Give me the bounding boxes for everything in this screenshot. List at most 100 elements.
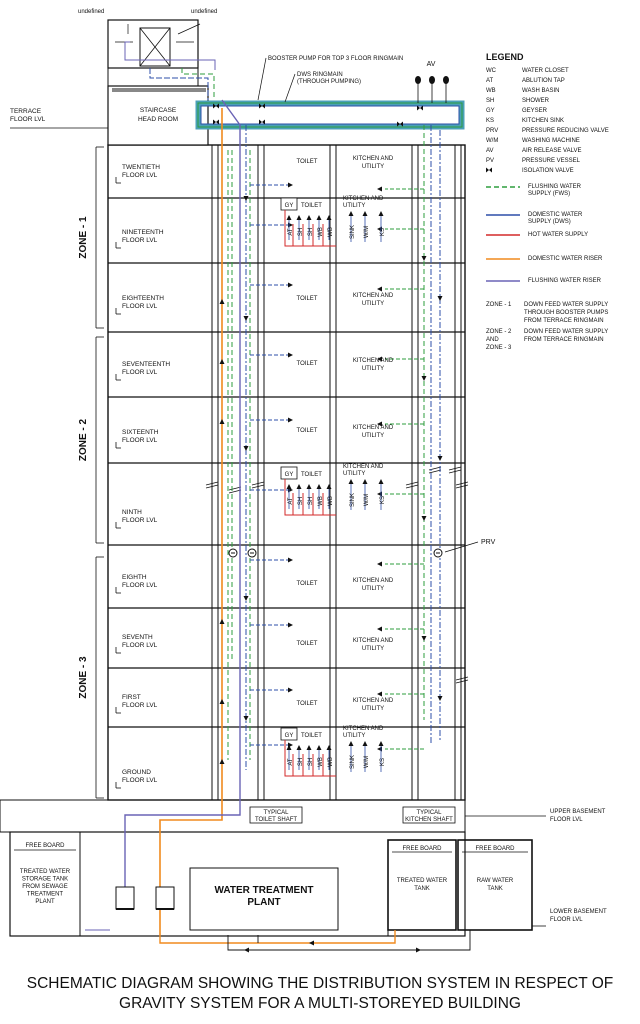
legend-text: SHOWER [522, 98, 550, 104]
isolation-valve-icon [259, 103, 265, 109]
legend-zone-code: ZONE - 1 [486, 302, 512, 308]
flow-arrow-up [286, 484, 292, 489]
flow-arrow-up [219, 359, 225, 364]
flow-arrow-up [306, 484, 312, 489]
dws-ringmain-label: DWS RINGMAIN(THROUGH PUMPING) [297, 72, 361, 85]
leader [284, 73, 296, 103]
flow-arrow-down [243, 316, 249, 321]
domestic-tank-label: undefined [78, 9, 104, 15]
flow-arrow-right [288, 352, 293, 358]
legend-code: PV [486, 158, 494, 164]
pump-icon [155, 886, 175, 910]
toilet-room-label: TOILET [297, 428, 318, 434]
flow-arrow-down [437, 296, 443, 301]
ringmain-dws [200, 105, 460, 125]
fixture-label: WB [328, 757, 334, 767]
tank-feed [124, 41, 216, 70]
fixture-label: SH [298, 228, 304, 236]
kitchen-fixture-label: SINK [350, 493, 356, 507]
flow-arrow-down [421, 516, 427, 521]
caption-line-2: GRAVITY SYSTEM FOR A MULTI-STOREYED BUIL… [119, 995, 521, 1012]
flow-arrow-left [244, 947, 249, 953]
flow-arrow-left [377, 421, 382, 427]
toilet-room-label: TOILET [297, 296, 318, 302]
flow-arrow-up [296, 215, 302, 220]
legend-line-text: DOMESTIC WATER RISER [528, 256, 603, 262]
toilet-label: TOILET [301, 203, 322, 209]
legend-line-text: FLUSHING WATER RISER [528, 278, 602, 284]
legend-text: WASH BASIN [522, 88, 559, 94]
break-symbol [405, 484, 419, 489]
free-board-label: FREE BOARD [25, 843, 65, 849]
flow-arrow-left [309, 940, 314, 946]
flow-arrow-down [243, 196, 249, 201]
fixture-label: WB [328, 227, 334, 237]
flow-arrow-right [288, 622, 293, 628]
break-symbol [455, 481, 469, 486]
break-symbol [455, 484, 469, 489]
fixture-label: SH [298, 497, 304, 505]
legend-code: W/M [486, 138, 498, 144]
upper-basement-slab [0, 799, 466, 833]
flow-arrow-down [437, 456, 443, 461]
flow-arrow-down [243, 716, 249, 721]
geyser-box [280, 727, 298, 741]
break-symbol [251, 481, 265, 486]
geyser-box [280, 197, 298, 211]
legend-text: PRESSURE VESSEL [522, 158, 581, 164]
geyser-label: GY [285, 203, 294, 209]
flow-arrow-up [219, 759, 225, 764]
break-symbol [455, 679, 469, 684]
flow-arrow-right [288, 182, 293, 188]
flow-arrow-up [362, 211, 368, 216]
isolation-valve-icon [397, 121, 403, 127]
flow-arrow-up [306, 745, 312, 750]
flow-arrow-left [377, 626, 382, 632]
toilet-room-label: TOILET [297, 361, 318, 367]
treated-storage-tank [9, 831, 81, 937]
hot-water-pipe [284, 740, 336, 777]
fixture-label: SH [298, 758, 304, 766]
fixture-label: WB [318, 496, 324, 506]
flow-arrow-up [296, 745, 302, 750]
hot-water-pipe [284, 479, 336, 516]
kitchen-fixture-label: KS [380, 496, 386, 504]
kitchen-fixture-label: SINK [350, 225, 356, 239]
booster-pump-label: BOOSTER PUMP FOR TOP 3 FLOOR RINGMAIN [268, 56, 403, 62]
flow-arrow-down [421, 376, 427, 381]
domestic-suction [159, 930, 396, 944]
fixture-label: AT [288, 228, 294, 236]
legend-line-text: HOT WATER SUPPLY [528, 232, 588, 238]
break-symbol [405, 481, 419, 486]
ringmain-fws [197, 102, 463, 128]
flow-arrow-up [316, 745, 322, 750]
zone-label-2: ZONE - 3 [78, 656, 89, 699]
flow-arrow-left [377, 286, 382, 292]
flow-arrow-up [348, 479, 354, 484]
flow-arrow-left [377, 186, 382, 192]
legend-code: SH [486, 98, 494, 104]
break-symbol [205, 481, 219, 486]
isolation-valve-icon [213, 103, 219, 109]
tank-partition [139, 27, 171, 67]
isolation-valve-icon [417, 105, 423, 111]
legend-code: AV [486, 148, 494, 154]
break-symbol [455, 676, 469, 681]
